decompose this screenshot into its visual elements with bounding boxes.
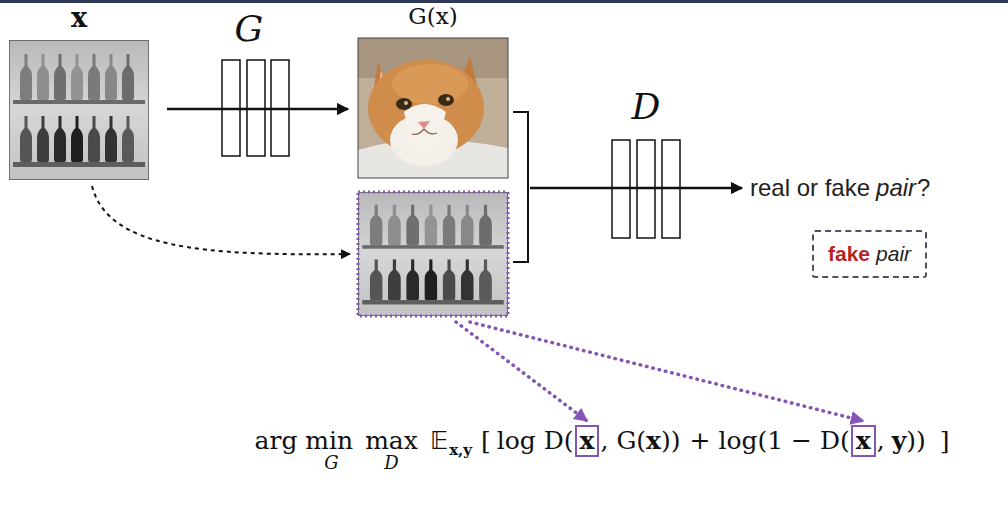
verdict-text: pair	[876, 242, 911, 265]
math-subscript: D	[384, 452, 398, 474]
input-photo	[9, 40, 149, 180]
image-caption: G(x)	[338, 1, 528, 31]
input-image: x	[9, 40, 149, 180]
image-caption: x	[0, 3, 169, 33]
network-name: G	[235, 8, 264, 50]
math-expectation: 𝔼	[430, 425, 448, 457]
math-subscript: x,y	[449, 440, 472, 460]
math-term: ,	[877, 425, 885, 457]
dotted-frame	[358, 192, 508, 316]
math-term: + log(1 − D(	[690, 425, 850, 457]
question-text: ?	[917, 173, 930, 203]
math-term: ))	[661, 425, 681, 457]
verdict-text: fake	[828, 242, 870, 265]
pair-bracket	[513, 112, 528, 262]
math-bracket: ]	[940, 425, 950, 457]
math-term: log D(	[497, 425, 574, 457]
math-variable: x	[580, 426, 595, 455]
network-name: D	[632, 86, 661, 128]
connectors	[167, 109, 348, 110]
leader-arrows	[456, 322, 863, 421]
question-text: real or fake	[750, 173, 870, 203]
math-variable: x	[856, 426, 871, 455]
generated-image: G(x)	[358, 38, 508, 178]
question-text: pair	[876, 173, 916, 203]
fake-pair-box: fake pair	[812, 230, 927, 278]
boxed-variable: x	[575, 425, 600, 457]
leader-arrow	[456, 322, 587, 421]
math-variable: y	[892, 425, 907, 457]
math-term: ))	[906, 425, 926, 457]
leader-arrow	[470, 322, 863, 421]
math-variable: x	[646, 425, 661, 457]
copied-input-photo	[358, 192, 508, 316]
cat-photo	[358, 38, 508, 178]
top-rule	[0, 0, 1008, 3]
flow-arrow	[167, 108, 348, 111]
math-bracket: [	[481, 425, 491, 457]
math-subscript: G	[324, 452, 338, 474]
copy-arrow	[92, 186, 350, 254]
discriminator-arrow	[530, 187, 742, 190]
boxed-variable: x	[851, 425, 876, 457]
discriminator-network	[612, 140, 680, 238]
math-term: , G(	[600, 425, 646, 457]
